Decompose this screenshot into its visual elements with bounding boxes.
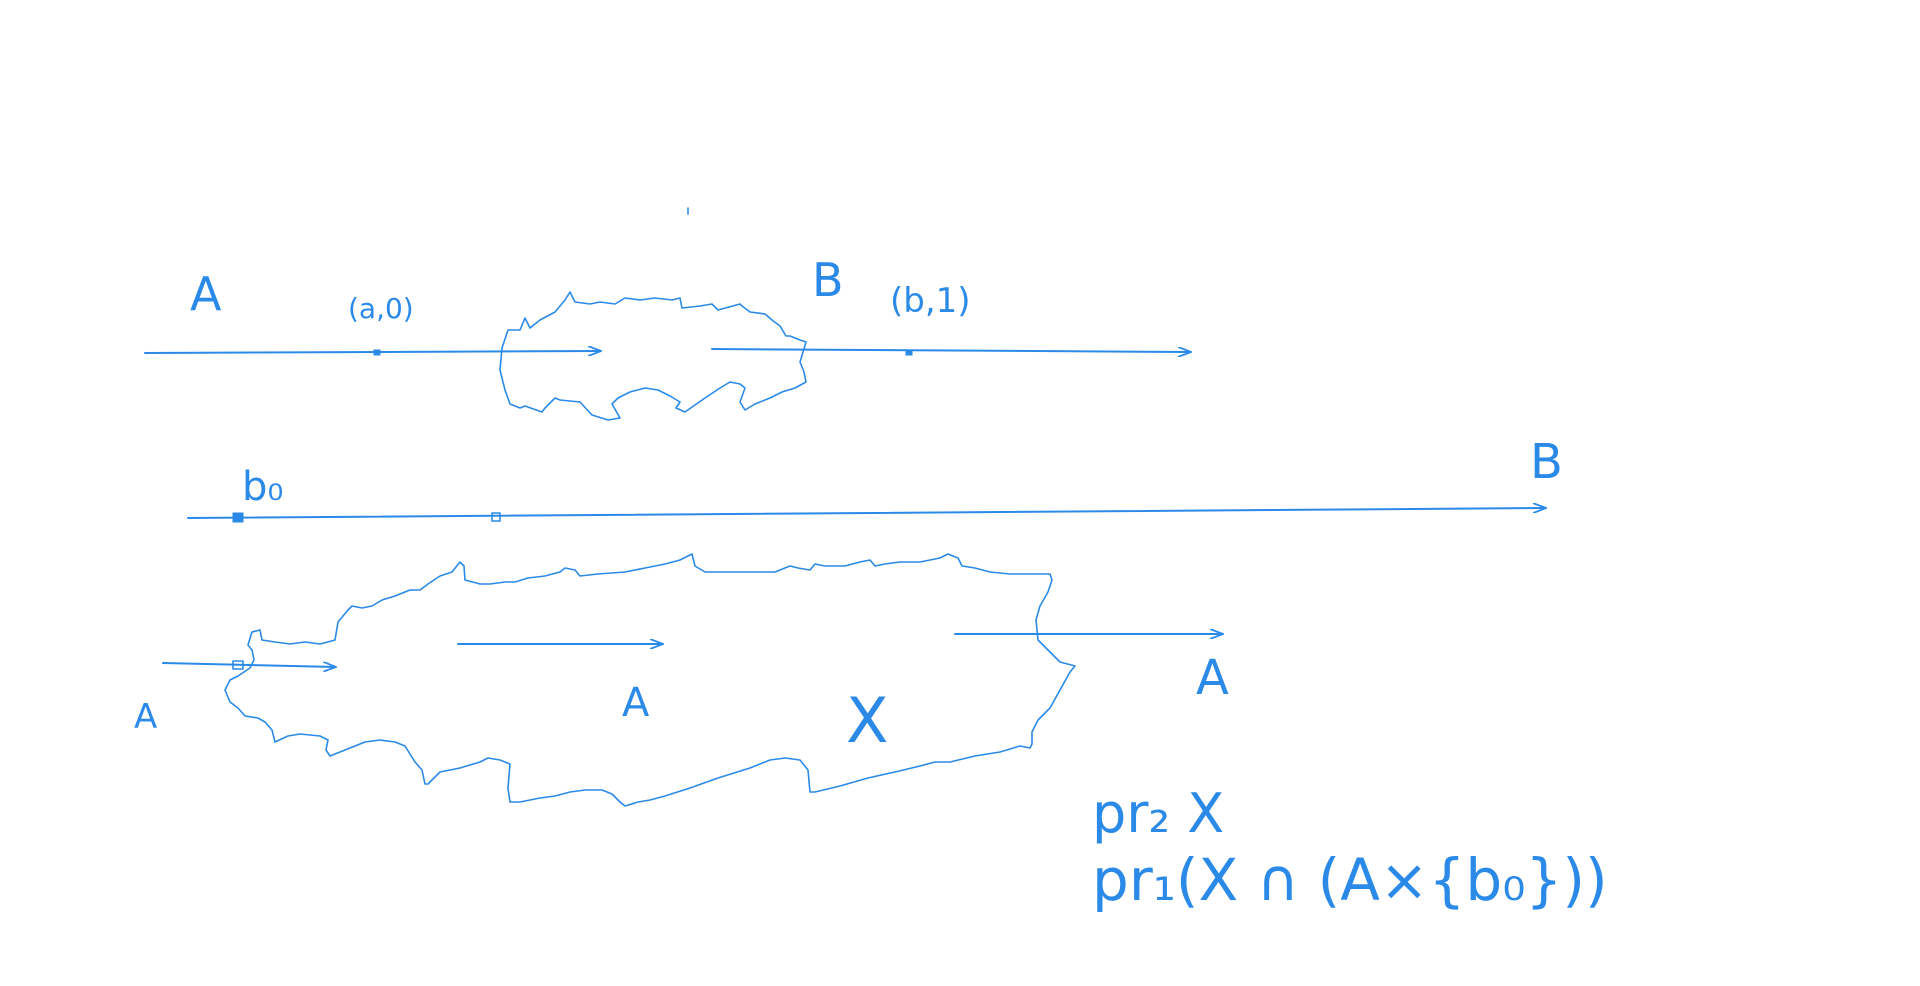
middle-label-b: B	[1530, 434, 1563, 490]
formula-pr1: pr₁(X ∩ (A×{b₀}))	[1092, 846, 1608, 914]
point-b0-dot-right	[491, 512, 501, 522]
point-a0-dot	[373, 349, 381, 356]
top-left-arrow	[144, 351, 600, 353]
bottom-label-a-left: A	[134, 697, 157, 737]
top-label-b: B	[812, 253, 844, 307]
label-a0: (a,0)	[348, 292, 414, 325]
bottom-cloud-shape	[224, 553, 1076, 807]
top-label-a: A	[190, 267, 222, 321]
formula-pr2-x: pr₂ X	[1092, 782, 1224, 845]
bottom-label-a-mid: A	[622, 680, 650, 726]
point-b1-dot	[905, 349, 913, 356]
bottom-left-arrow	[162, 663, 335, 667]
label-b1: (b,1)	[890, 281, 971, 321]
middle-long-arrow	[187, 508, 1545, 519]
point-b0-dot-left	[232, 512, 244, 523]
bottom-label-x: X	[846, 684, 888, 757]
top-right-arrow	[711, 349, 1190, 352]
label-b0: b₀	[242, 464, 283, 510]
top-cloud-shape	[499, 291, 807, 421]
bottom-label-a-right: A	[1196, 650, 1229, 706]
point-inner-left	[232, 660, 244, 670]
